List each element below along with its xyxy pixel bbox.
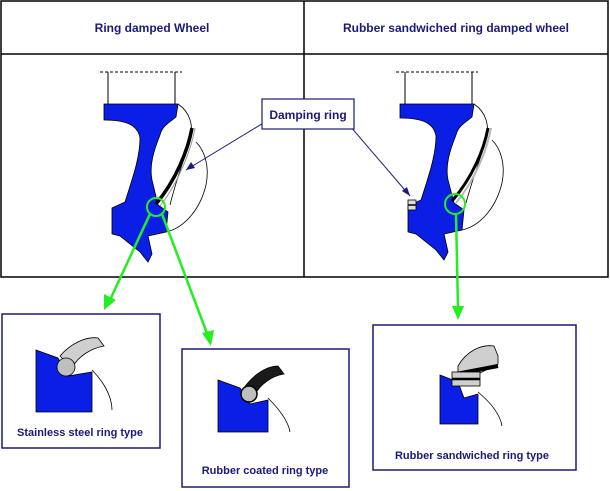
left-column-title: Ring damped Wheel [95, 21, 210, 35]
rubber-sandwiched-caption: Rubber sandwiched ring type [395, 450, 549, 462]
stainless-ring-icon [56, 357, 76, 377]
detail-stainless-steel: Stainless steel ring type [1, 313, 161, 449]
left-ring-marker [146, 197, 166, 217]
detail-rubber-coated: Rubber coated ring type [181, 348, 350, 488]
stainless-caption: Stainless steel ring type [17, 427, 143, 439]
left-damping-ring [154, 127, 194, 206]
damping-ring-label: Damping ring [269, 108, 346, 122]
left-wheel-body [103, 103, 179, 263]
green-arrows [104, 213, 464, 346]
detail-rubber-sandwiched: Rubber sandwiched ring type [372, 324, 577, 471]
rubber-coated-ring-icon [240, 385, 258, 403]
left-wheel-section [100, 71, 208, 263]
comparison-table: Ring damped Wheel Rubber sandwiched ring… [0, 0, 609, 278]
damping-ring-callout: Damping ring [185, 98, 411, 197]
right-ring-marker [444, 193, 466, 215]
rubber-coated-caption: Rubber coated ring type [202, 465, 329, 477]
right-column-title: Rubber sandwiched ring damped wheel [343, 21, 569, 35]
